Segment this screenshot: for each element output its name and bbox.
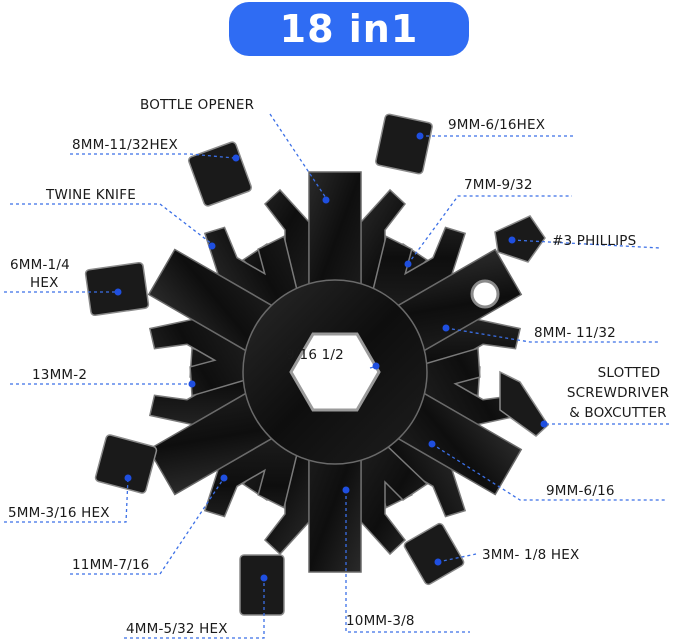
- title-text: 18 in1: [279, 7, 419, 51]
- label-bottle-opener: BOTTLE OPENER: [140, 97, 255, 113]
- center-hex-hole: [289, 332, 381, 412]
- label-6mm-hex: HEX: [30, 275, 59, 291]
- leader-lines: [4, 113, 672, 639]
- label-3mm-1-8-hex: 3MM- 1/8 HEX: [482, 547, 580, 563]
- label-5mm-3-16-hex: 5MM-3/16 HEX: [8, 505, 110, 521]
- label-10mm-3-8: 10MM-3/8: [346, 613, 415, 629]
- label-phillips: #3 PHILLIPS: [552, 233, 637, 249]
- label-8mm-11-32: 8MM- 11/32: [534, 325, 616, 341]
- label-screwdriver: SCREWDRIVER: [566, 385, 670, 401]
- label-4mm-5-32-hex: 4MM-5/32 HEX: [126, 621, 228, 637]
- label-8mm-11-32-hex: 8MM-11/32HEX: [72, 137, 178, 153]
- hex-bit-tips: [84, 113, 549, 616]
- label-twine-knife: TWINE KNIFE: [46, 187, 136, 203]
- label-11mm-7-16: 11MM-7/16: [72, 557, 150, 573]
- label-dots: [114, 132, 548, 582]
- label-center-9-16-1-2: 9/16 1/2: [286, 347, 344, 363]
- label-7mm-9-32: 7MM-9/32: [464, 177, 533, 193]
- label-9mm-6-16: 9MM-6/16: [546, 483, 615, 499]
- label-13mm-2: 13MM-2: [32, 367, 88, 383]
- title-badge: 18 in1: [229, 2, 469, 56]
- ring-hole: [470, 279, 500, 309]
- label-9mm-6-16-hex: 9MM-6/16HEX: [448, 117, 546, 133]
- label-6mm-1-4: 6MM-1/4: [10, 257, 70, 273]
- snowflake-body: [115, 171, 555, 573]
- label-boxcutter: & BOXCUTTER: [569, 405, 667, 421]
- label-slotted: SLOTTED: [597, 365, 661, 381]
